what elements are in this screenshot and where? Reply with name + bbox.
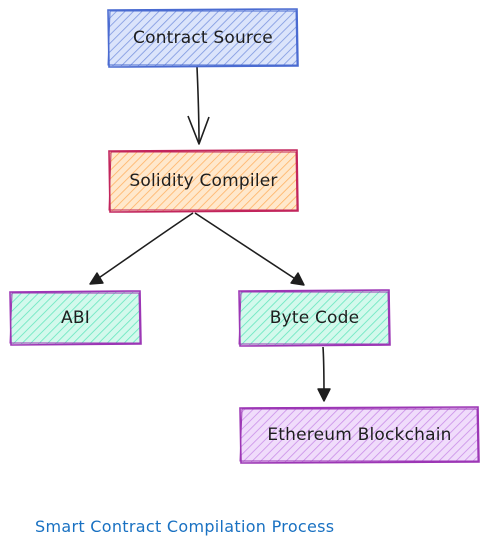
- edge-solidity-compiler-to-abi: [89, 212, 194, 285]
- node-abi[interactable]: [9, 290, 142, 346]
- arrowhead-solidity-compiler: [187, 115, 210, 145]
- diagram-caption: Smart Contract Compilation Process: [35, 517, 335, 536]
- edges-layer: [89, 66, 331, 402]
- node-byte-code[interactable]: [238, 289, 391, 347]
- arrowhead-abi: [89, 272, 104, 285]
- edge-contract-source-to-solidity-compiler: [196, 66, 200, 144]
- node-contract-source[interactable]: [107, 8, 299, 68]
- arrowhead-ethereum-blockchain: [317, 388, 331, 402]
- arrowhead-byte-code: [290, 272, 305, 286]
- node-ethereum-blockchain[interactable]: [239, 406, 480, 464]
- node-solidity-compiler[interactable]: [108, 149, 299, 213]
- edge-solidity-compiler-to-byte-code: [194, 212, 304, 285]
